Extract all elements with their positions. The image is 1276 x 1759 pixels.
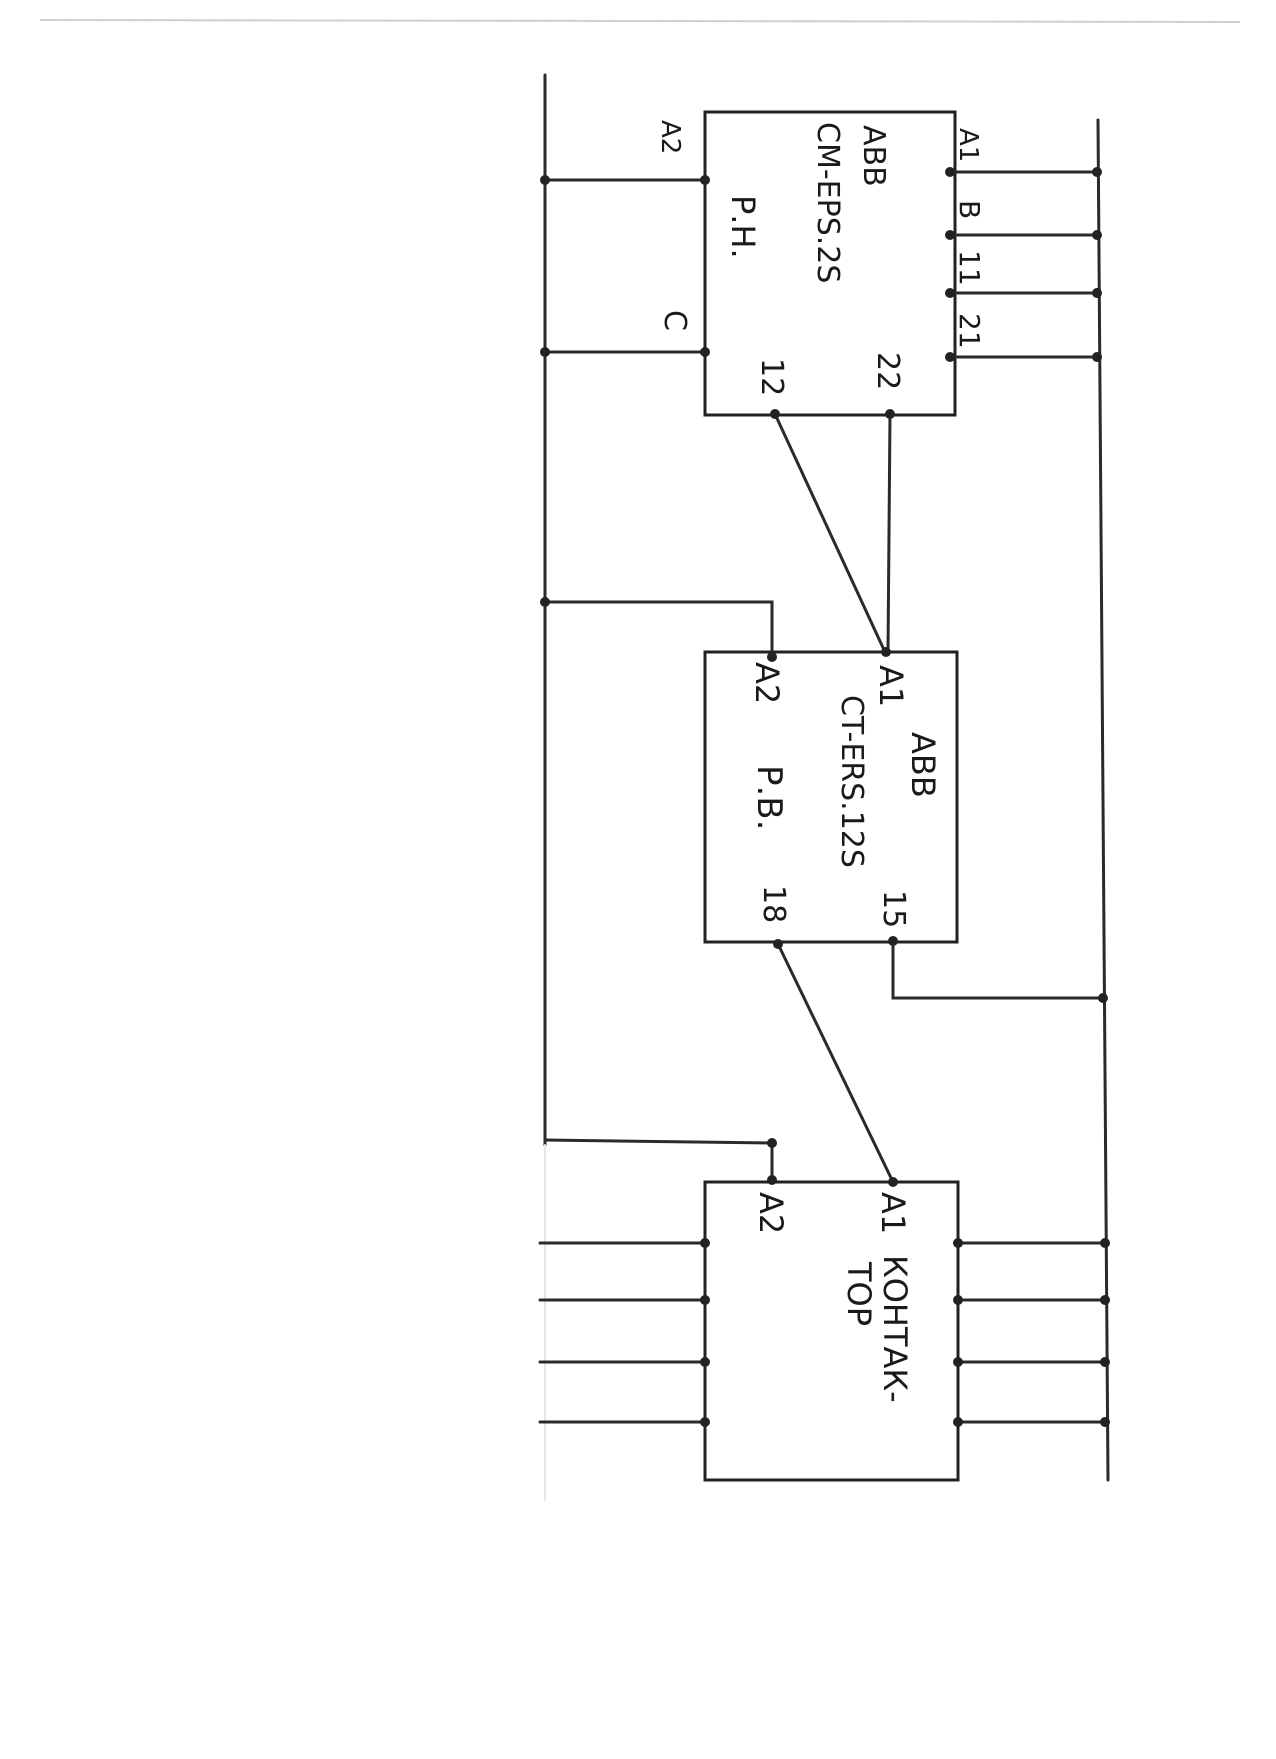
- wire-rv-15: [891, 939, 1105, 1000]
- node: [953, 1295, 963, 1305]
- rn-22-label: 22: [870, 352, 905, 390]
- node: [1100, 1417, 1110, 1427]
- rn-c-label: C: [657, 310, 692, 331]
- rn-21-label: 21: [953, 313, 986, 349]
- node: [1100, 1357, 1110, 1367]
- node: [540, 347, 550, 357]
- wire-rv18-k-a1: [776, 942, 895, 1184]
- node: [1092, 352, 1102, 362]
- node: [1098, 993, 1108, 1003]
- wire-k-a2: [543, 1138, 774, 1182]
- rn-a1-label: A1: [953, 128, 983, 162]
- node: [888, 1177, 898, 1187]
- node: [773, 939, 783, 949]
- node: [945, 167, 955, 177]
- node: [540, 175, 550, 185]
- node: [1100, 1295, 1110, 1305]
- rn-b-label: B: [953, 200, 986, 219]
- node: [888, 936, 898, 946]
- wire-rn12-rv-a1: [773, 412, 887, 654]
- node: [700, 1238, 710, 1248]
- node: [1092, 288, 1102, 298]
- node: [945, 230, 955, 240]
- k-name-line1-label: КОНТАК-: [876, 1255, 914, 1403]
- node: [953, 1357, 963, 1367]
- node: [881, 647, 891, 657]
- node: [767, 1138, 777, 1148]
- node: [700, 175, 710, 185]
- wire-rv-a2: [543, 600, 774, 659]
- contactor-box: [703, 1180, 960, 1482]
- node: [953, 1238, 963, 1248]
- rv-a1-label: A1: [872, 665, 910, 707]
- relay-rv-box: [703, 650, 959, 944]
- node: [770, 409, 780, 419]
- rv-18-label: 18: [756, 885, 791, 923]
- node: [700, 347, 710, 357]
- right-bus: [1096, 118, 1110, 1482]
- rn-name-label: Р.Н.: [724, 195, 762, 259]
- node: [1092, 230, 1102, 240]
- node: [767, 652, 777, 662]
- wire-rn22-rv-a1: [886, 412, 892, 654]
- node: [700, 1295, 710, 1305]
- rv-a2-label: A2: [748, 662, 786, 704]
- k-name-line2-label: ТОР: [840, 1261, 878, 1326]
- relay-rn-box: [703, 110, 957, 417]
- rn-a2-label: A2: [655, 120, 685, 154]
- rn-11-label: 11: [953, 250, 986, 286]
- rn-model-label: CM-EPS.2S: [810, 122, 845, 283]
- rv-maker-label: ABB: [904, 732, 942, 798]
- node: [700, 1357, 710, 1367]
- k-a1-label: A1: [874, 1192, 912, 1234]
- node: [945, 288, 955, 298]
- node: [953, 1417, 963, 1427]
- rv-15-label: 15: [876, 890, 911, 928]
- node: [767, 1175, 777, 1185]
- node: [1100, 1238, 1110, 1248]
- k-a2-label: A2: [752, 1192, 790, 1234]
- node: [540, 597, 550, 607]
- node: [1092, 167, 1102, 177]
- scan-edge: [39, 19, 1241, 23]
- node: [945, 352, 955, 362]
- rn-12-label: 12: [754, 358, 789, 396]
- rv-model-label: CT-ERS.12S: [834, 695, 869, 868]
- node: [700, 1417, 710, 1427]
- rv-name-label: Р.В.: [749, 765, 789, 830]
- rn-maker-label: ABB: [856, 125, 891, 187]
- node: [885, 409, 895, 419]
